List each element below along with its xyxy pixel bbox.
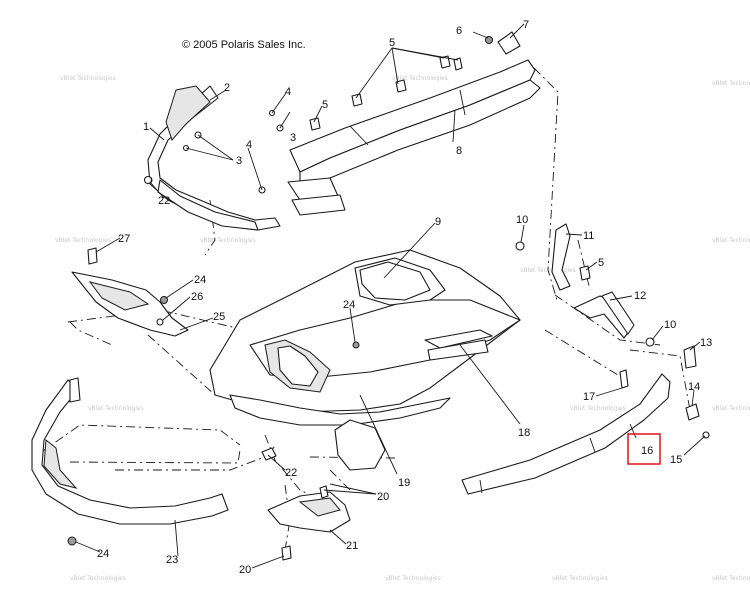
- callout-25: 25: [213, 311, 225, 323]
- upper-trim-rail: [287, 59, 541, 216]
- callout-2: 2: [224, 82, 230, 94]
- callout-12: 12: [634, 290, 646, 302]
- bumper-bar: [461, 373, 671, 495]
- watermark: vBlet Technologies: [712, 575, 750, 582]
- callout-22: 22: [158, 195, 170, 207]
- lower-bumper-left: [31, 377, 229, 525]
- nut-icon: [485, 36, 493, 44]
- callout-11: 11: [583, 230, 594, 242]
- callout-5: 5: [598, 257, 604, 269]
- callout-14: 14: [688, 381, 700, 393]
- callout-3: 3: [290, 132, 296, 144]
- highlight-box: [627, 433, 661, 465]
- watermark: vBlet Technologies: [570, 405, 626, 412]
- watermark: vBlet Technologies: [70, 575, 126, 582]
- callout-24: 24: [97, 548, 109, 560]
- leader-lines: [75, 23, 706, 569]
- callout-19: 19: [398, 477, 410, 489]
- callout-3: 3: [236, 155, 242, 167]
- watermark-group: vBlet Technologies vBlet Technologies vB…: [55, 75, 750, 582]
- callout-23: 23: [166, 554, 178, 566]
- watermark: vBlet Technologies: [200, 237, 256, 244]
- callout-17: 17: [583, 391, 595, 403]
- windshield-trim-left: [145, 85, 281, 231]
- callout-5: 5: [389, 37, 395, 49]
- callout-21: 21: [346, 540, 358, 552]
- callout-20: 20: [377, 491, 389, 503]
- callout-13: 13: [700, 337, 712, 349]
- callout-22: 22: [285, 467, 297, 479]
- callout-26: 26: [191, 291, 203, 303]
- callout-10: 10: [664, 319, 676, 331]
- watermark: vBlet Technologies: [385, 575, 441, 582]
- hinge-arm: [551, 223, 571, 291]
- watermark: vBlet Technologies: [712, 237, 750, 244]
- watermark: vBlet Technologies: [552, 575, 608, 582]
- callout-18: 18: [518, 427, 530, 439]
- copyright-notice: © 2005 Polaris Sales Inc.: [182, 39, 306, 51]
- callout-15: 15: [670, 454, 682, 466]
- watermark: vBlet Technologies: [392, 75, 448, 82]
- callout-6: 6: [456, 25, 462, 37]
- side-bracket: [573, 291, 635, 339]
- callout-16: 16: [641, 445, 653, 457]
- callout-27: 27: [118, 233, 130, 245]
- hood-insert: [359, 261, 431, 301]
- callout-8: 8: [456, 145, 462, 157]
- watermark: vBlet Technologies: [55, 237, 111, 244]
- callout-5: 5: [322, 99, 328, 111]
- side-panel-left: [71, 271, 189, 337]
- callout-4: 4: [246, 139, 252, 151]
- callouts: 1 2 3 3 4 4 5 5 5 6 7 8 9 10 10 11 12 13…: [97, 19, 712, 576]
- callout-9: 9: [435, 216, 441, 228]
- callout-7: 7: [523, 19, 529, 31]
- callout-20: 20: [239, 564, 251, 576]
- callout-4: 4: [285, 86, 291, 98]
- watermark: vBlet Technologies: [60, 75, 116, 82]
- clip-icon: [497, 31, 521, 55]
- lower-bracket: [267, 491, 351, 533]
- callout-10: 10: [516, 214, 528, 226]
- callout-24: 24: [343, 299, 355, 311]
- watermark: vBlet Technologies: [712, 80, 750, 87]
- callout-24: 24: [194, 274, 206, 286]
- callout-1: 1: [143, 121, 149, 133]
- watermark: vBlet Technologies: [712, 405, 750, 412]
- watermark: vBlet Technologies: [88, 405, 144, 412]
